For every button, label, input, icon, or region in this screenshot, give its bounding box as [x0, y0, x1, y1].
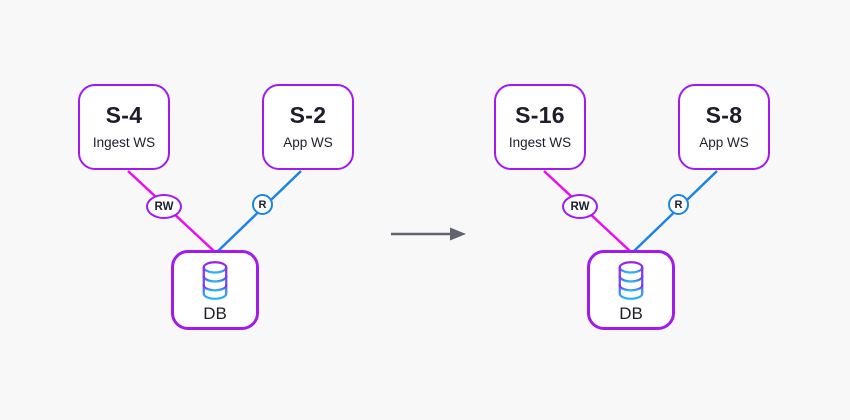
node-ingest: S-4 Ingest WS [78, 84, 170, 170]
node-subtitle: App WS [283, 135, 333, 151]
node-subtitle: Ingest WS [92, 135, 156, 151]
node-app: S-2 App WS [262, 84, 354, 170]
db-label: DB [619, 303, 643, 323]
edge-label-r: R [252, 194, 273, 215]
node-ingest: S-16 Ingest WS [494, 84, 586, 170]
node-subtitle: App WS [699, 135, 749, 151]
edge-label-rw: RW [146, 194, 182, 219]
database-icon [202, 260, 228, 300]
node-title: S-8 [705, 102, 743, 129]
node-title: S-2 [289, 102, 327, 129]
node-title: S-4 [105, 102, 143, 129]
node-db: DB [587, 250, 675, 330]
node-db: DB [171, 250, 259, 330]
db-label: DB [203, 303, 227, 323]
database-icon [618, 260, 644, 300]
node-app: S-8 App WS [678, 84, 770, 170]
node-subtitle: Ingest WS [508, 135, 572, 151]
node-title: S-16 [515, 102, 565, 129]
edge-layer [543, 170, 718, 253]
diagram-after: S-16 Ingest WS S-8 App WS [416, 0, 796, 420]
diagram-before: S-4 Ingest WS S-2 App WS [0, 0, 380, 420]
edge-label-rw: RW [562, 194, 598, 219]
edge-label-r: R [668, 194, 689, 215]
right-arrow-icon [391, 227, 466, 241]
edge-layer [127, 170, 302, 253]
